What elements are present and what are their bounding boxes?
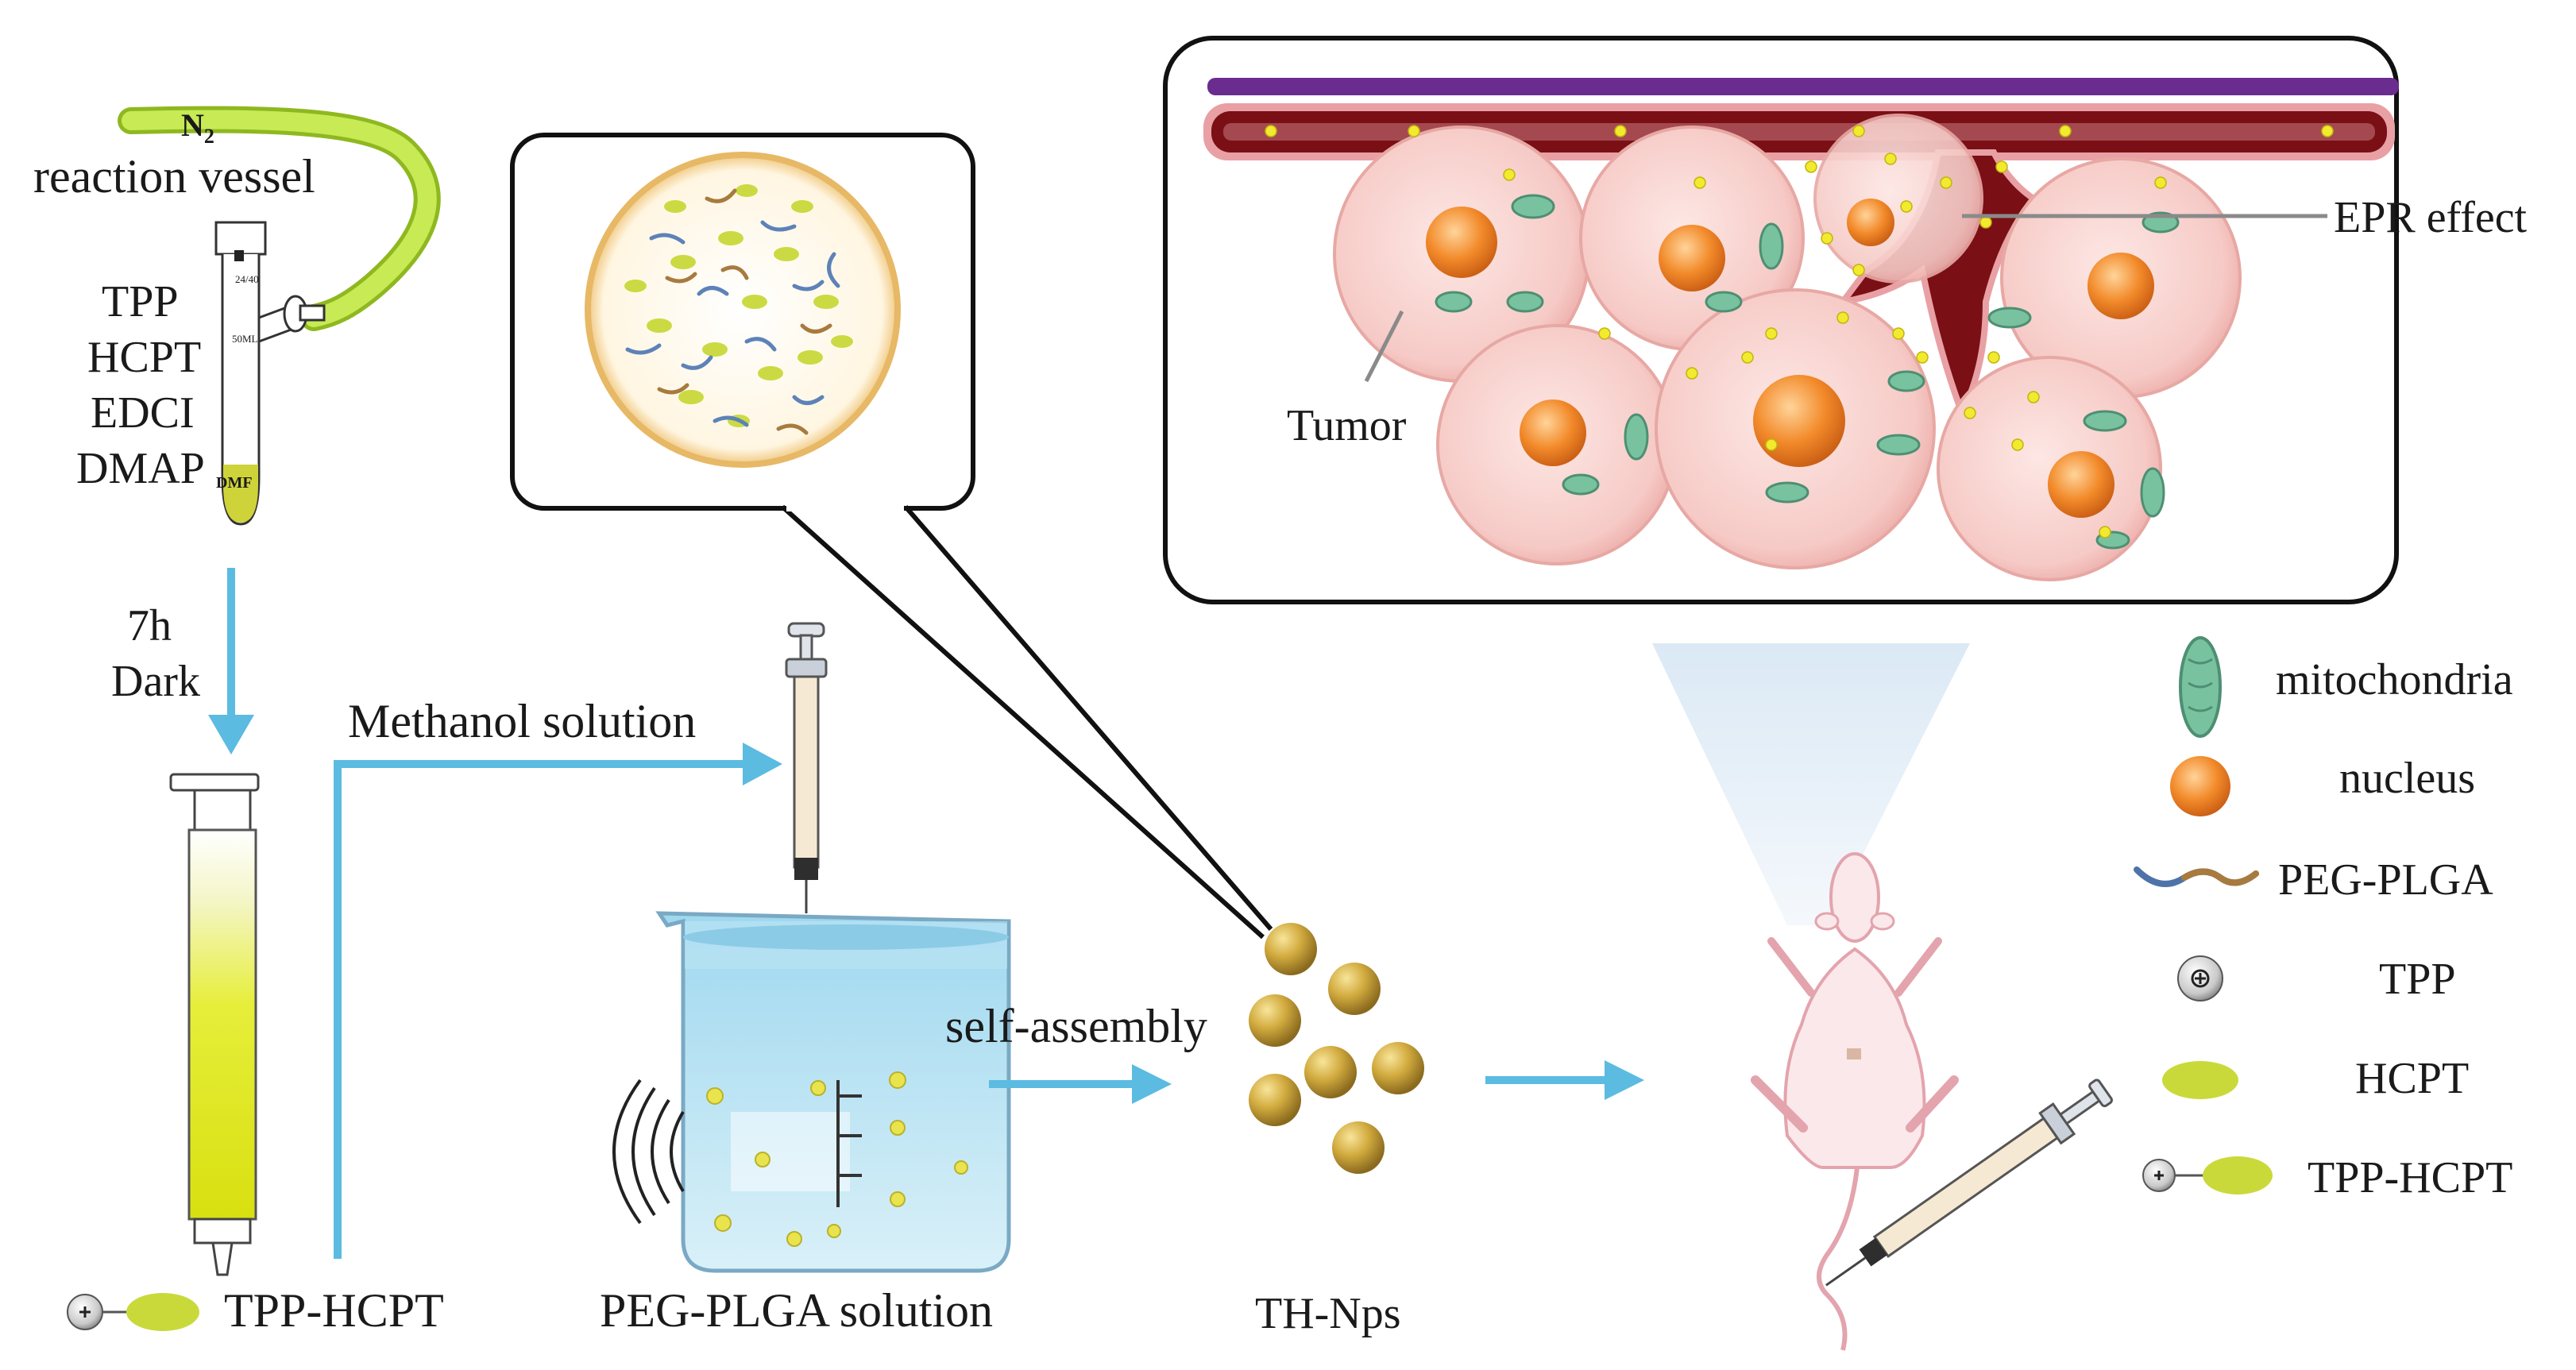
arrow-to-mouse: [1485, 1060, 1644, 1100]
mitochondria-cells: [1435, 194, 2180, 550]
legend-label-hcpt: HCPT: [2355, 1054, 2470, 1103]
solvent-label: DMF: [216, 474, 253, 492]
epr-label: EPR effect: [2334, 193, 2528, 242]
syringe-top-icon: [785, 622, 828, 913]
reagent-hcpt: HCPT: [87, 333, 202, 382]
condition-time: 7h: [127, 601, 172, 650]
legend-icons: [2134, 636, 2273, 1194]
product-label: TPP-HCPT: [224, 1284, 444, 1337]
tpp-icon: [2177, 955, 2223, 1001]
arrow-down: [208, 568, 254, 754]
hcpt-icon: [2162, 1061, 2238, 1099]
legend-label-tpp-hcpt: TPP-HCPT: [2308, 1153, 2513, 1202]
tpp-hcpt-icon-bottom: [67, 1293, 199, 1331]
tumor-label: Tumor: [1287, 401, 1407, 450]
tumor-pointer: [1364, 310, 1404, 383]
flask-volume: 50ML: [232, 333, 258, 345]
reagent-tpp: TPP: [102, 277, 179, 326]
arrow-self-assembly: [989, 1064, 1172, 1104]
th-nps-label: TH-Nps: [1255, 1289, 1401, 1338]
syringe-bottom-icon: [1825, 1079, 2113, 1287]
legend-label-mitochondria: mitochondria: [2276, 655, 2513, 704]
nucleus-icon: [2170, 756, 2230, 816]
light-beam: [1652, 643, 1970, 925]
n2-label: N2: [181, 107, 214, 148]
drug-dots: [1265, 125, 2334, 538]
tpp-hcpt-icon: [2142, 1156, 2273, 1194]
peg-solution-label: PEG-PLGA solution: [600, 1284, 994, 1337]
legend-label-tpp: TPP: [2379, 955, 2456, 1004]
reaction-vessel-icon: [118, 106, 441, 526]
vessel-label: reaction vessel: [33, 150, 315, 203]
tumor-panel: [1163, 36, 2399, 604]
mouse-icon: [1751, 852, 1959, 1351]
micelle-particles: [624, 184, 853, 435]
self-assembly-label: self-assembly: [945, 1000, 1207, 1052]
reagent-dmap: DMAP: [76, 444, 205, 493]
legend-label-peg-plga: PEG-PLGA: [2278, 855, 2493, 905]
nanoparticles-icon: [1249, 923, 1424, 1174]
condition-dark: Dark: [111, 657, 200, 706]
beaker-icon: [612, 911, 1011, 1273]
arrow-methanol: [334, 743, 782, 1259]
reagent-edci: EDCI: [91, 388, 195, 438]
column-icon: [169, 773, 260, 1276]
tumor-cells: [1333, 114, 2242, 581]
flask-mark: 24/40: [235, 273, 259, 285]
mitochondria-icon: [2179, 636, 2222, 738]
legend-label-nucleus: nucleus: [2339, 754, 2476, 803]
methanol-label: Methanol solution: [348, 695, 697, 747]
nuclei: [1426, 199, 2154, 518]
zoom-bubble: [510, 133, 1273, 940]
